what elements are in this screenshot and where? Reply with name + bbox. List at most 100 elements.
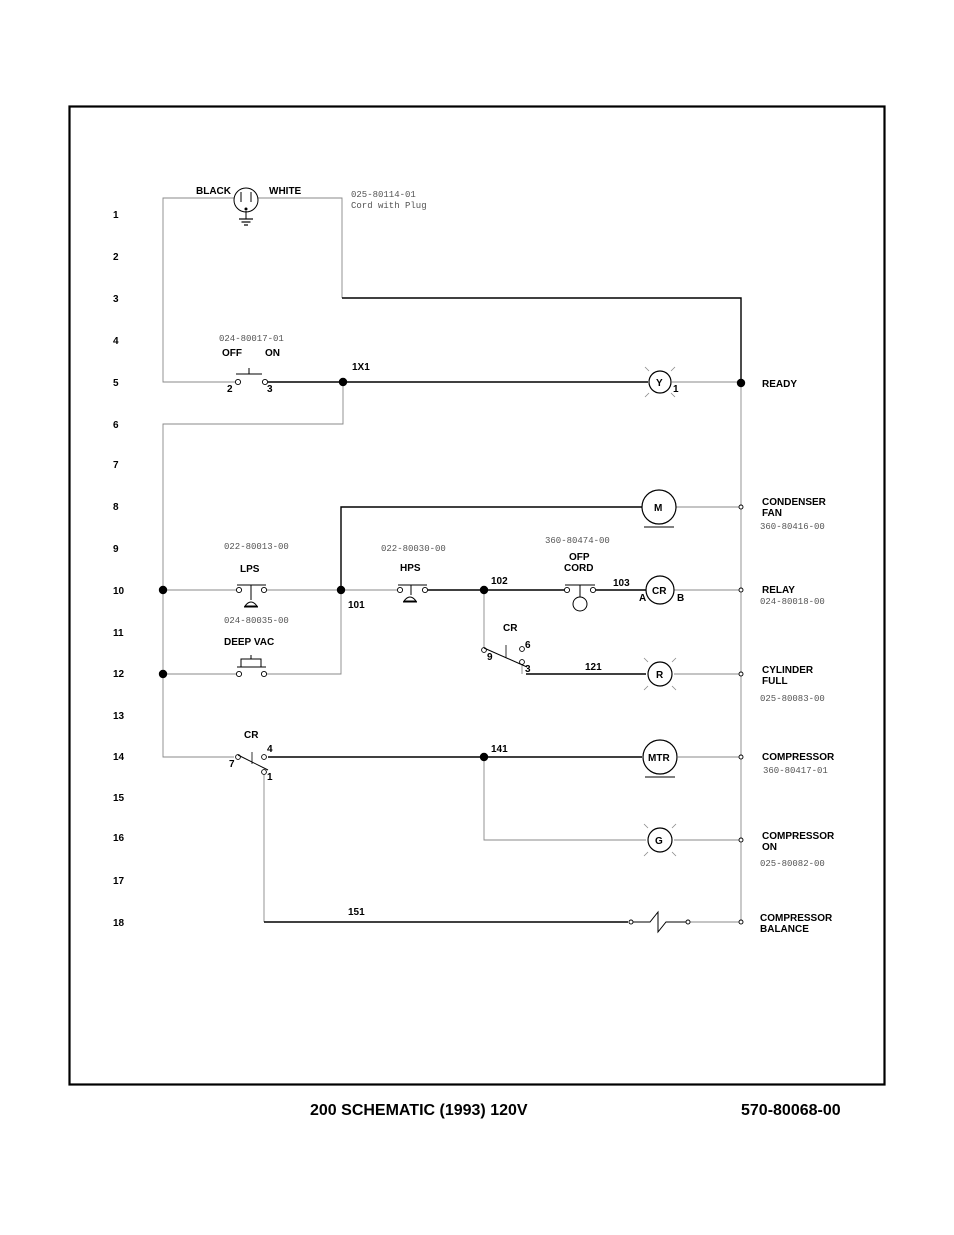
ready-label: READY — [762, 379, 797, 390]
node-151: 151 — [348, 907, 365, 918]
row-number: 7 — [113, 460, 119, 471]
node-141: 141 — [491, 744, 508, 755]
relay-cr-label: CR — [652, 586, 667, 597]
deep-vac-label: DEEP VAC — [224, 637, 274, 648]
row-number: 9 — [113, 544, 119, 555]
row-number: 8 — [113, 502, 119, 513]
schematic-title: 200 SCHEMATIC (1993) 120V — [310, 1102, 528, 1119]
ofp-label-line2: CORD — [564, 563, 593, 574]
compressor-on-lamp-symbol — [643, 823, 677, 857]
wires — [162, 197, 742, 923]
power-switch — [234, 368, 269, 386]
condenser-part-number: 360-80416-00 — [760, 522, 825, 532]
cr-contact-1-terminal-6: 6 — [525, 640, 531, 651]
compressor-balance-symbol — [628, 910, 691, 934]
cr-contact-1-terminal-3: 3 — [525, 664, 531, 675]
row-number: 16 — [113, 833, 125, 844]
row-number: 18 — [113, 918, 125, 929]
hps-switch-symbol — [396, 584, 429, 603]
cr-contact-1-symbol — [481, 645, 528, 668]
compressor-balance-label-line2: BALANCE — [760, 924, 809, 935]
relay-terminal-a: A — [639, 593, 646, 604]
row-number: 12 — [113, 669, 125, 680]
row-number: 4 — [113, 336, 119, 347]
relay-label: RELAY — [762, 585, 795, 596]
node-102: 102 — [491, 576, 508, 587]
right-labels: READY CONDENSER FAN 360-80416-00 RELAY 0… — [760, 379, 835, 935]
plug-black-label: BLACK — [196, 186, 232, 197]
lps-label: LPS — [240, 564, 260, 575]
hps-part-number: 022-80030-00 — [381, 544, 446, 554]
lps-switch-symbol — [235, 584, 268, 608]
switch-terminal-2: 2 — [227, 384, 233, 395]
relay-terminal-b: B — [677, 593, 684, 604]
bus-terminals — [738, 504, 744, 925]
switch-terminal-3: 3 — [267, 384, 273, 395]
lamp-g-label: G — [655, 836, 663, 847]
condenser-fan-motor-symbol — [641, 489, 677, 528]
cr-contact-2-symbol — [235, 752, 269, 775]
switch-on-label: ON — [265, 348, 280, 359]
lamp-r-label: R — [656, 670, 664, 681]
cr-contact-2-terminal-1: 1 — [267, 772, 273, 783]
document-number: 570-80068-00 — [741, 1102, 841, 1119]
ofp-cord-symbol — [563, 584, 597, 612]
switch-off-label: OFF — [222, 348, 242, 359]
switch-part-number: 024-80017-01 — [219, 334, 284, 344]
row-number: 3 — [113, 294, 119, 305]
cr-contact-1-label: CR — [503, 623, 518, 634]
row-number: 1 — [113, 210, 119, 221]
compressor-on-part-number: 025-80082-00 — [760, 859, 825, 869]
diagram-frame — [68, 105, 886, 1086]
row-number: 10 — [113, 586, 125, 597]
lps-part-number: 022-80013-00 — [224, 542, 289, 552]
row-number: 14 — [113, 752, 125, 763]
deep-vac-part-number: 024-80035-00 — [224, 616, 289, 626]
node-121: 121 — [585, 662, 602, 673]
cylinder-part-number: 025-80083-00 — [760, 694, 825, 704]
plug-description: Cord with Plug — [351, 201, 427, 211]
row-number: 17 — [113, 876, 125, 887]
cr-contact-2-label: CR — [244, 730, 259, 741]
row-number: 5 — [113, 378, 119, 389]
condenser-label-line2: FAN — [762, 508, 782, 519]
node-103: 103 — [613, 578, 630, 589]
node-101: 101 — [348, 600, 365, 611]
ofp-part-number: 360-80474-00 — [545, 536, 610, 546]
row-numbers: 1 2 3 4 5 6 7 8 9 10 11 12 13 14 15 16 1… — [113, 210, 125, 929]
compressor-on-label-line2: ON — [762, 842, 777, 853]
compressor-on-label-line1: COMPRESSOR — [762, 831, 835, 842]
cr-contact-2-terminal-4: 4 — [267, 744, 273, 755]
plug-part-number: 025-80114-01 — [351, 190, 416, 200]
node-1x1: 1X1 — [352, 362, 370, 373]
hps-label: HPS — [400, 563, 421, 574]
compressor-part-number: 360-80417-01 — [763, 766, 828, 776]
relay-coil-symbol — [645, 575, 675, 605]
row-number: 2 — [113, 252, 119, 263]
compressor-motor-symbol — [642, 739, 678, 778]
condenser-label-line1: CONDENSER — [762, 497, 827, 508]
plug-white-label: WHITE — [269, 186, 302, 197]
cylinder-label-line2: FULL — [762, 676, 788, 687]
ofp-label-line1: OFP — [569, 552, 590, 563]
compressor-label: COMPRESSOR — [762, 752, 835, 763]
lamp-y-terminal-1: 1 — [673, 384, 679, 395]
junction-dots — [158, 377, 746, 762]
cylinder-label-line1: CYLINDER — [762, 665, 814, 676]
ready-lamp-symbol — [644, 366, 676, 398]
plug-symbol — [233, 187, 259, 226]
lamp-y-label: Y — [656, 378, 663, 389]
compressor-mtr-label: MTR — [648, 753, 670, 764]
relay-part-number: 024-80018-00 — [760, 597, 825, 607]
row-number: 6 — [113, 420, 119, 431]
motor-m-label: M — [654, 503, 662, 514]
cr-contact-1-terminal-9: 9 — [487, 652, 493, 663]
deep-vac-switch-symbol — [235, 655, 268, 678]
compressor-balance-label-line1: COMPRESSOR — [760, 913, 833, 924]
row-number: 13 — [113, 711, 125, 722]
cr-contact-2-terminal-7: 7 — [229, 759, 235, 770]
cylinder-full-lamp-symbol — [643, 657, 677, 691]
row-number: 15 — [113, 793, 125, 804]
row-number: 11 — [113, 628, 124, 639]
